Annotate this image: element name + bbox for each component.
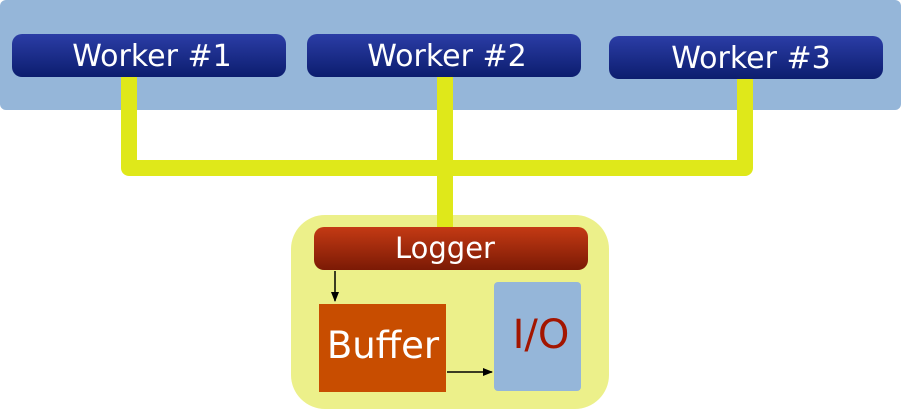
- connector-worker-1: [121, 76, 445, 176]
- buffer-box: [319, 304, 446, 392]
- worker-box-2-bg: [307, 34, 581, 77]
- logger-bar: [314, 227, 588, 270]
- worker-box-1: Worker #1: [12, 34, 286, 77]
- io-box: [494, 282, 581, 391]
- logger-label: Logger: [395, 231, 495, 265]
- connector-worker-3: [445, 76, 753, 176]
- worker-3-label: Worker #3: [671, 41, 830, 76]
- worker-box-3-bg: [609, 36, 883, 79]
- buffer-label: Buffer: [327, 324, 440, 367]
- worker-2-label: Worker #2: [367, 39, 526, 74]
- worker-box-2: Worker #2: [307, 34, 581, 77]
- worker-box-1-bg: [12, 34, 286, 77]
- worker-1-label: Worker #1: [72, 39, 231, 74]
- io-label: I/O: [513, 312, 570, 358]
- worker-box-3: Worker #3: [609, 36, 883, 79]
